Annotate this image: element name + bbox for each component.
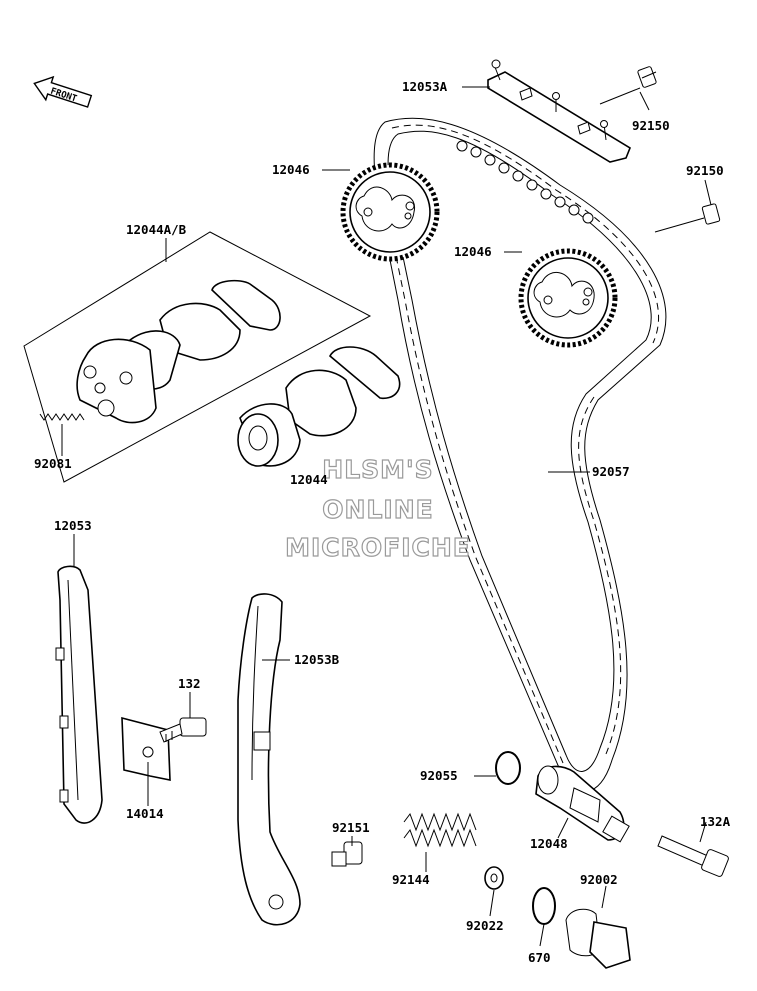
label-12046-top[interactable]: 12046 xyxy=(272,162,310,177)
label-92144[interactable]: 92144 xyxy=(392,872,430,887)
label-670[interactable]: 670 xyxy=(528,950,551,965)
bolt-132[interactable] xyxy=(159,717,207,743)
bolt-92151[interactable] xyxy=(331,841,363,867)
label-92150-right[interactable]: 92150 xyxy=(686,163,724,178)
label-12044[interactable]: 12044 xyxy=(290,472,328,487)
bolt-92150-right[interactable] xyxy=(654,203,721,233)
label-92055[interactable]: 92055 xyxy=(420,768,458,783)
cam-chain xyxy=(373,117,667,792)
plug-bolt-92002[interactable] xyxy=(565,908,631,969)
o-ring-670[interactable] xyxy=(532,887,556,925)
label-12044ab[interactable]: 12044A/B xyxy=(126,222,187,237)
camshaft-sprocket-upper[interactable] xyxy=(340,162,440,262)
part-labels: 12053A 92150 12046 92150 12044A/B 12046 … xyxy=(34,79,731,965)
watermark: HLSM'S ONLINE MICROFICHE xyxy=(285,454,471,562)
label-92150-top[interactable]: 92150 xyxy=(632,118,670,133)
upper-chain-guide-12053a[interactable] xyxy=(487,59,631,163)
plate-14014[interactable] xyxy=(121,716,171,781)
chain-guide-12053[interactable] xyxy=(55,565,103,824)
chain-links xyxy=(456,140,594,224)
spring-92144[interactable] xyxy=(403,812,477,848)
washer-92022[interactable] xyxy=(484,866,504,890)
label-92081[interactable]: 92081 xyxy=(34,456,72,471)
label-92022[interactable]: 92022 xyxy=(466,918,504,933)
chain-guide-12053b[interactable] xyxy=(237,593,301,926)
bolt-132a[interactable] xyxy=(657,835,729,877)
watermark-line-2: ONLINE xyxy=(322,495,433,524)
bolt-92150-top[interactable] xyxy=(599,66,657,105)
label-132a[interactable]: 132A xyxy=(700,814,731,829)
label-12053a[interactable]: 12053A xyxy=(402,79,448,94)
label-12053[interactable]: 12053 xyxy=(54,518,92,533)
label-132[interactable]: 132 xyxy=(178,676,201,691)
watermark-line-3: MICROFICHE xyxy=(285,533,471,562)
watermark-line-1: HLSM'S xyxy=(322,455,433,484)
o-ring-92055[interactable] xyxy=(495,751,521,785)
front-arrow-icon: FRONT xyxy=(33,75,93,108)
camshaft-sprocket-lower[interactable] xyxy=(518,248,618,348)
tensioner-12048[interactable] xyxy=(535,765,630,843)
label-12046-right[interactable]: 12046 xyxy=(454,244,492,259)
label-92002[interactable]: 92002 xyxy=(580,872,618,887)
label-12053b[interactable]: 12053B xyxy=(294,652,340,667)
camshaft-assembly-box xyxy=(23,231,372,483)
label-92151[interactable]: 92151 xyxy=(332,820,370,835)
label-92057[interactable]: 92057 xyxy=(592,464,630,479)
label-12048[interactable]: 12048 xyxy=(530,836,568,851)
leader-lines xyxy=(61,86,712,947)
camshaft-12044[interactable] xyxy=(237,346,401,467)
spring-92081[interactable] xyxy=(39,413,85,421)
camshaft-12044ab[interactable] xyxy=(76,279,281,424)
label-14014[interactable]: 14014 xyxy=(126,806,164,821)
